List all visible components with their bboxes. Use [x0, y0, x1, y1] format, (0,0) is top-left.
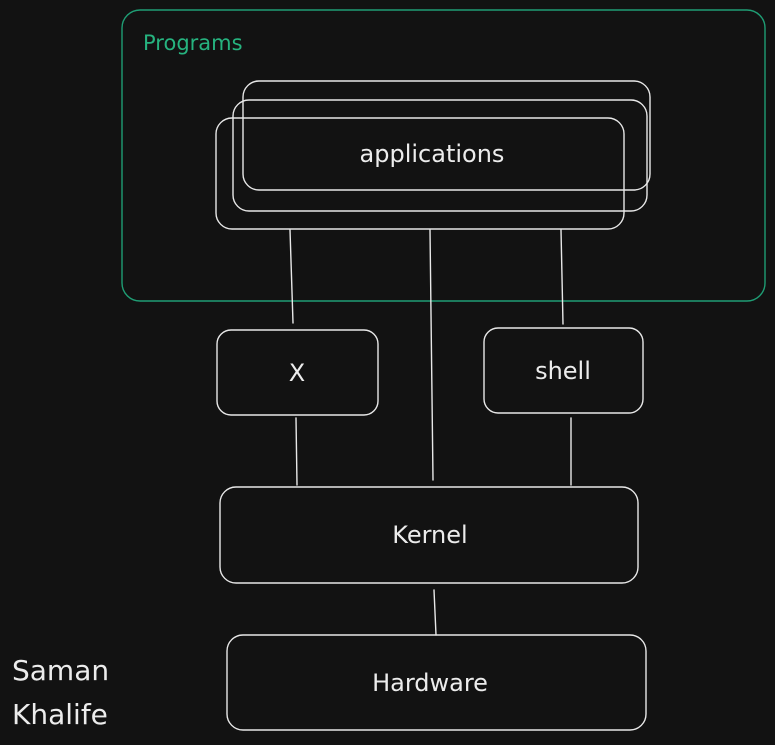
hardware-node: Hardware [226, 634, 647, 731]
programs-group-frame [121, 9, 766, 302]
x-node: X [216, 329, 379, 416]
applications-box-middle [232, 99, 648, 212]
kernel-node: Kernel [219, 486, 639, 584]
programs-group-title: Programs [143, 31, 243, 55]
shell-label: shell [535, 357, 591, 385]
connector-applications-x [289, 229, 294, 324]
author-first-name: Saman [12, 654, 109, 687]
applications-stack: applications [215, 80, 651, 230]
x-label: X [289, 359, 305, 387]
hardware-box [226, 634, 647, 731]
shell-box [483, 327, 644, 414]
connector-applications-shell [560, 229, 564, 325]
connector-applications-kernel [429, 229, 434, 481]
programs-group: Programs [121, 9, 766, 302]
applications-label: applications [360, 140, 505, 168]
author-last-name: Khalife [12, 698, 108, 731]
connectors [289, 229, 572, 636]
author-signature: Saman Khalife [12, 654, 109, 731]
shell-node: shell [483, 327, 644, 414]
connector-x-kernel [295, 417, 298, 486]
hardware-label: Hardware [372, 669, 488, 697]
applications-box-back [215, 117, 625, 230]
connector-kernel-hardware [433, 589, 437, 636]
applications-box-front [242, 80, 651, 191]
x-box [216, 329, 379, 416]
kernel-box [219, 486, 639, 584]
kernel-label: Kernel [392, 521, 467, 549]
